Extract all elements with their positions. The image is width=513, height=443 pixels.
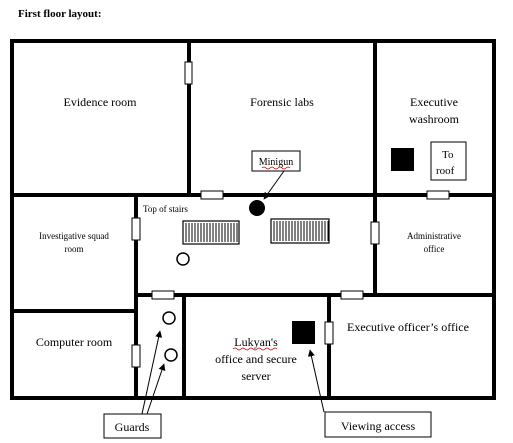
minigun-spellcheck-underline — [261, 166, 291, 170]
minigun-label-box — [251, 150, 301, 172]
door-washroom-admin — [426, 190, 450, 200]
room-washroom-label-2: washroom — [409, 112, 460, 126]
room-lukyan-label-2: office and secure — [215, 352, 297, 366]
room-computer-label: Computer room — [36, 335, 113, 349]
to-roof-label-1: To — [442, 149, 454, 161]
room-executive-officer-label: Executive officer’s office — [347, 320, 469, 334]
top-of-stairs-label: Top of stairs — [143, 204, 188, 214]
room-lukyan-label-1: Lukyan's — [234, 335, 278, 349]
page-title: First floor layout: — [18, 8, 102, 20]
guard-icon — [162, 311, 176, 325]
room-admin-label-2: office — [424, 244, 445, 254]
room-investigative-label-1: Investigative squad — [39, 231, 109, 241]
guard-icon — [164, 348, 178, 362]
guard-icon — [176, 252, 190, 266]
door-evidence-forensic — [184, 61, 193, 85]
to-roof-label-2: roof — [436, 165, 455, 177]
lukyan-spellcheck-underline — [232, 347, 278, 351]
guards-arrow-1 — [141, 330, 163, 415]
stairs-right-icon — [270, 218, 330, 244]
viewing-access-label: Viewing access — [341, 419, 416, 433]
room-evidence-label: Evidence room — [64, 95, 138, 109]
outer-wall — [10, 39, 496, 400]
viewing-access-label-box — [324, 411, 432, 438]
door-executive-officer — [340, 290, 364, 300]
doors — [131, 61, 450, 368]
viewing-access-arrow — [307, 349, 325, 413]
minigun-label: Minigun — [259, 157, 293, 168]
door-computer-room — [131, 344, 141, 368]
minigun-icon — [249, 200, 265, 216]
room-washroom-label-1: Executive — [410, 95, 458, 109]
room-investigative-label-2: room — [65, 244, 84, 254]
room-admin-label-1: Administrative — [407, 231, 461, 241]
minigun-arrow — [263, 170, 285, 200]
door-guard-corridor — [151, 290, 175, 300]
guards-arrow-2 — [146, 363, 166, 415]
guards-label-box — [103, 413, 162, 439]
server-icon — [292, 321, 315, 344]
door-forensic-stairs — [200, 190, 224, 200]
stairs-left-icon — [182, 220, 240, 245]
to-roof-label-box — [430, 141, 467, 181]
door-lukyan — [324, 321, 334, 345]
room-lukyan-label-3: server — [241, 369, 270, 383]
door-admin — [370, 221, 380, 245]
room-forensic-label: Forensic labs — [250, 95, 314, 109]
guards-label: Guards — [115, 420, 150, 434]
roof-access-icon — [391, 148, 414, 171]
door-investigative — [131, 217, 141, 241]
